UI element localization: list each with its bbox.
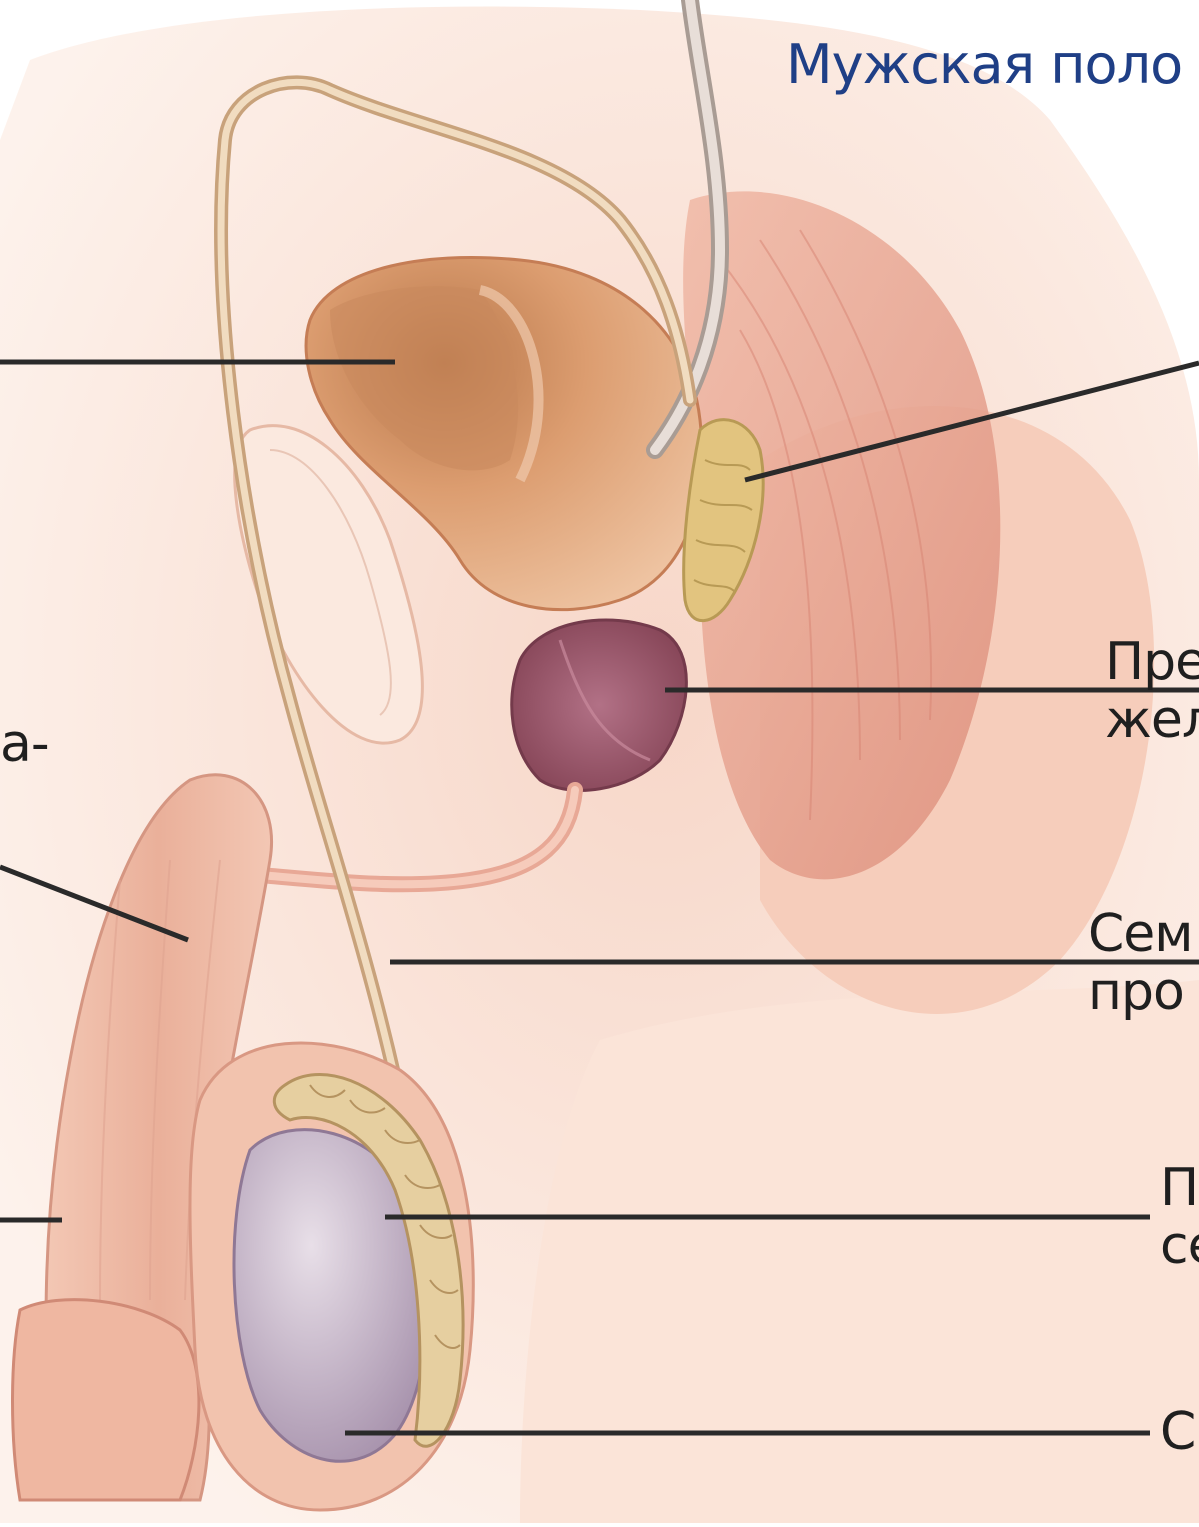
label-prostate-line1: Пре [1105, 632, 1199, 692]
thigh-shape [520, 980, 1199, 1523]
label-epididymis-line2: се [1160, 1216, 1199, 1276]
label-vas-deferens-line2: про [1088, 962, 1184, 1022]
label-epididymis-line1: П [1160, 1158, 1198, 1218]
label-prostate-line2: жел [1105, 690, 1199, 750]
label-testis: С [1160, 1402, 1195, 1462]
label-left-fragment: а- [0, 714, 49, 774]
diagram-title: Мужская поло [786, 32, 1182, 98]
label-vas-deferens-line1: Сем [1088, 904, 1193, 964]
glans [13, 1300, 199, 1500]
